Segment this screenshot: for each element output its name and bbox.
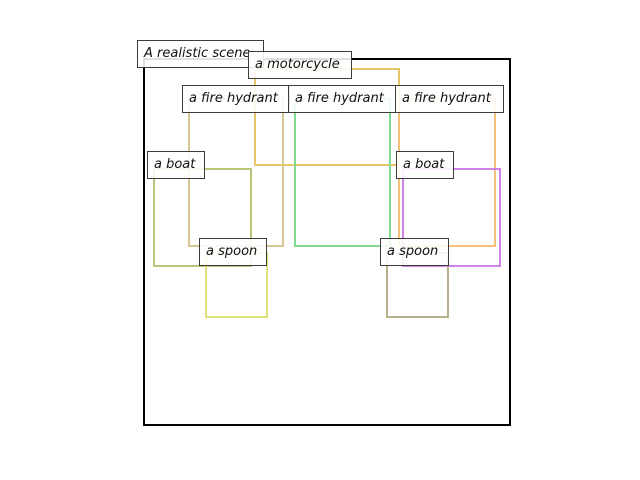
boat-label-1: a boat bbox=[147, 151, 205, 179]
fire-hydrant-label-3: a fire hydrant bbox=[395, 85, 504, 113]
scene-caption-label: A realistic scene bbox=[137, 40, 264, 68]
fire-hydrant-box-2 bbox=[294, 98, 391, 247]
spoon-label-1: a spoon bbox=[199, 238, 267, 266]
fire-hydrant-label-2: a fire hydrant bbox=[288, 85, 396, 113]
boat-label-2: a boat bbox=[396, 151, 454, 179]
spoon-label-2: a spoon bbox=[380, 238, 449, 266]
motorcycle-label: a motorcycle bbox=[248, 51, 352, 79]
fire-hydrant-label-1: a fire hydrant bbox=[182, 85, 290, 113]
